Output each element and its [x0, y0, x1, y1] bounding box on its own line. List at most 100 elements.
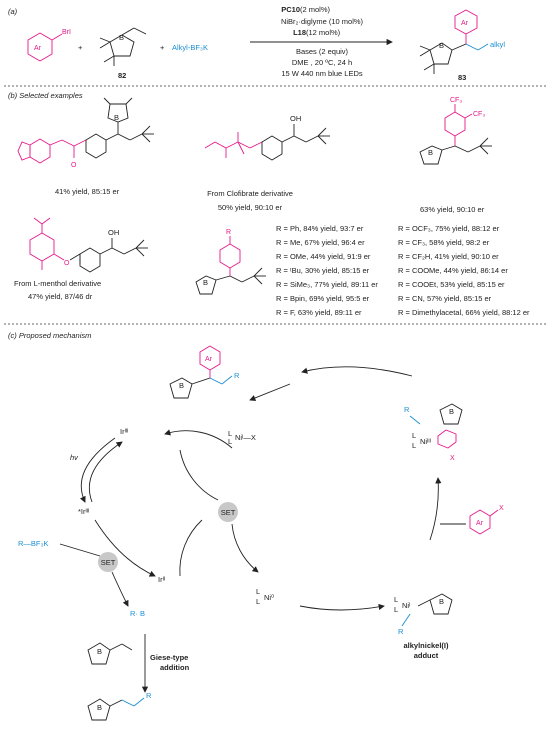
svg-text:R = Me, 67% yield, 96:4 er: R = Me, 67% yield, 96:4 er [276, 238, 365, 247]
example-2-structure: OH From Clofibrate derivative 50% yield,… [204, 114, 330, 212]
svg-text:B: B [97, 647, 102, 656]
svg-text:Ar: Ar [34, 45, 42, 52]
svg-text:15 W 440 nm blue LEDs: 15 W 440 nm blue LEDs [281, 69, 363, 78]
svg-text:DME , 20 ºC, 24 h: DME , 20 ºC, 24 h [292, 58, 352, 67]
compound-82: 82 [118, 71, 126, 80]
svg-text:R = COOEt, 53% yield, 85:15 er: R = COOEt, 53% yield, 85:15 er [398, 280, 505, 289]
svg-text:R: R [226, 229, 231, 236]
svg-text:L: L [394, 595, 398, 604]
svg-text:L: L [228, 437, 232, 446]
svg-text:B: B [114, 113, 119, 122]
svg-text:BrI: BrI [62, 29, 71, 36]
example-3-yield: 63% yield, 90:10 er [420, 205, 485, 214]
svg-text:OH: OH [290, 114, 301, 123]
r-list-left: R = Ph, 84% yield, 93:7 er R = Me, 67% y… [276, 224, 378, 317]
svg-text:R = CF₂H, 41% yield, 90:10 er: R = CF₂H, 41% yield, 90:10 er [398, 252, 499, 261]
svg-text:L: L [228, 429, 232, 438]
example-1-structure: O B 41% yield, 85:15 er [17, 97, 154, 196]
ir2-label: Irᴵᴵ [158, 575, 165, 584]
plus-sign: + [78, 43, 83, 52]
svg-text:X: X [499, 505, 504, 512]
reaction-conditions: PC10 (2 mol%) NiBr₂·diglyme (10 mol%) L1… [250, 5, 393, 78]
svg-text:B: B [119, 33, 124, 42]
example-5-structure: R B [195, 229, 266, 295]
svg-text:(2 mol%): (2 mol%) [300, 5, 331, 14]
radical-label: R· B [130, 609, 145, 618]
set-bubble-1 [98, 552, 118, 572]
nickel-cycle: SET Niᴵ—X L L Ni⁰ L L Niᴵ L L B R alkyln… [164, 345, 504, 660]
svg-text:CF₃: CF₃ [450, 97, 462, 104]
svg-text:B: B [97, 703, 102, 712]
svg-text:L18: L18 [293, 28, 306, 37]
svg-text:B: B [449, 407, 454, 416]
svg-text:X: X [450, 455, 455, 462]
rbf3k-label: R—BF₃K [18, 539, 49, 548]
svg-text:CF₃: CF₃ [473, 111, 485, 118]
svg-text:R = Ph, 84% yield, 93:7 er: R = Ph, 84% yield, 93:7 er [276, 224, 364, 233]
svg-text:R = COOMe, 44% yield, 86:14 er: R = COOMe, 44% yield, 86:14 er [398, 266, 508, 275]
svg-text:alkyl: alkyl [490, 40, 505, 49]
photoredox-cycle: Irᴵᴵᴵ *Irᴵᴵᴵ Irᴵᴵ hv SET R—BF₃K R· B [18, 427, 165, 618]
svg-text:B: B [179, 381, 184, 390]
svg-text:B: B [439, 41, 444, 50]
svg-text:R = Bpin, 69% yield, 95:5 er: R = Bpin, 69% yield, 95:5 er [276, 294, 370, 303]
ni3-label: Niᴵᴵᴵ [420, 437, 431, 446]
svg-text:L: L [394, 605, 398, 614]
svg-text:R: R [146, 691, 152, 700]
svg-text:(12 mol%): (12 mol%) [306, 28, 341, 37]
svg-text:B: B [439, 597, 444, 606]
svg-text:Bases (2 equiv): Bases (2 equiv) [296, 47, 349, 56]
ni1-alkyl-label: Niᴵ [402, 601, 410, 610]
ir3-excited-label: *Irᴵᴵᴵ [78, 507, 89, 516]
svg-text:B: B [203, 278, 208, 287]
vinyl-boronate-82: B 82 [99, 27, 147, 80]
panel-b-label: (b) Selected examples [8, 91, 83, 100]
example-1-yield: 41% yield, 85:15 er [55, 187, 120, 196]
alkyl-bf3k: Alkyl-BF₃K [172, 43, 208, 52]
aryl-halide: Ar BrI [27, 29, 71, 62]
svg-text:L: L [412, 441, 416, 450]
svg-text:adduct: adduct [414, 651, 439, 660]
svg-text:R = F, 63% yield, 89:11 er: R = F, 63% yield, 89:11 er [276, 308, 362, 317]
svg-text:R: R [398, 627, 404, 636]
plus-sign-2: + [160, 43, 165, 52]
svg-text:R = ᵗBu, 30% yield, 85:15 er: R = ᵗBu, 30% yield, 85:15 er [276, 266, 370, 275]
svg-text:L: L [412, 431, 416, 440]
svg-text:SET: SET [101, 558, 116, 567]
product-83: Ar alkyl B 83 [419, 9, 505, 82]
svg-text:83: 83 [458, 73, 466, 82]
example-2-note: From Clofibrate derivative [207, 189, 293, 198]
svg-text:addition: addition [160, 663, 190, 672]
svg-text:O: O [64, 260, 70, 267]
svg-text:R = CF₃, 58% yield, 98:2 er: R = CF₃, 58% yield, 98:2 er [398, 238, 490, 247]
svg-text:Giese-type: Giese-type [150, 653, 188, 662]
svg-text:L: L [256, 587, 260, 596]
svg-text:R: R [234, 371, 240, 380]
ni0-label: Ni⁰ [264, 593, 274, 602]
set-bubble-2 [218, 502, 238, 522]
example-3-structure: CF₃ CF₃ B 63% yield, 90:10 er [419, 97, 492, 214]
svg-text:R = CN, 57% yield, 85:15 er: R = CN, 57% yield, 85:15 er [398, 294, 492, 303]
alkylnickel-label: alkylnickel(I) [403, 641, 449, 650]
example-2-yield: 50% yield, 90:10 er [218, 203, 283, 212]
svg-text:R = OCF₃, 75% yield, 88:12 er: R = OCF₃, 75% yield, 88:12 er [398, 224, 500, 233]
svg-text:NiBr₂·diglyme (10 mol%): NiBr₂·diglyme (10 mol%) [281, 17, 364, 26]
r-list-right: R = OCF₃, 75% yield, 88:12 er R = CF₃, 5… [398, 224, 530, 317]
hv-label: hv [70, 453, 79, 462]
svg-text:SET: SET [221, 508, 236, 517]
svg-text:R = Dimethylacetal, 66% yield,: R = Dimethylacetal, 66% yield, 88:12 er [398, 308, 530, 317]
panel-c-label: (c) Proposed mechanism [8, 331, 91, 340]
svg-text:R = SiMe₃, 77% yield, 89:11 er: R = SiMe₃, 77% yield, 89:11 er [276, 280, 378, 289]
giese-step: Giese-type addition B B R [87, 634, 190, 721]
svg-text:Ar: Ar [205, 356, 213, 363]
ni1x-label: Niᴵ—X [235, 433, 256, 442]
example-4-yield: 47% yield, 87/46 dr [28, 292, 93, 301]
svg-text:B: B [428, 148, 433, 157]
svg-text:R = OMe, 44% yield, 91:9 er: R = OMe, 44% yield, 91:9 er [276, 252, 371, 261]
svg-text:L: L [256, 597, 260, 606]
svg-text:OH: OH [108, 228, 119, 237]
panel-a-label: (a) [8, 7, 18, 16]
svg-text:Ar: Ar [461, 20, 469, 27]
svg-text:PC10: PC10 [281, 5, 300, 14]
